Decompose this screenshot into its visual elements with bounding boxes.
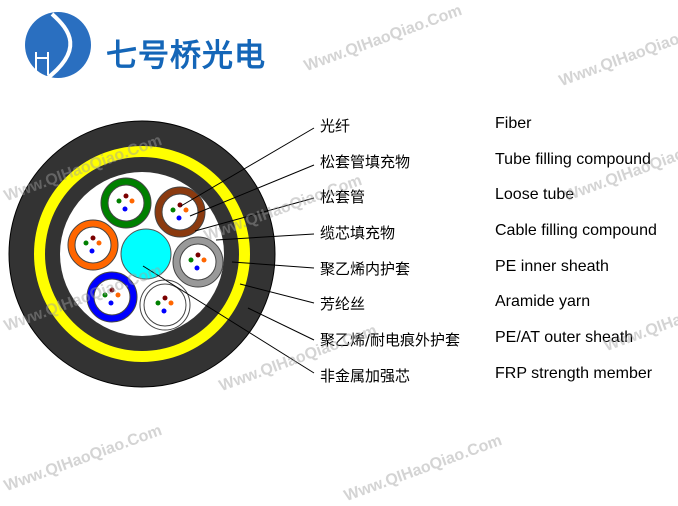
fiber — [96, 240, 102, 246]
cable — [8, 120, 276, 388]
leader-line — [247, 307, 315, 341]
loose-tube — [100, 177, 152, 229]
fiber — [116, 198, 122, 204]
frp-strength-member — [120, 228, 172, 280]
fiber — [176, 215, 182, 221]
leader-line — [189, 164, 315, 217]
label-zh: 松套管 — [320, 188, 366, 206]
label-zh: 缆芯填充物 — [320, 224, 396, 242]
label-zh: 光纤 — [320, 117, 351, 135]
leader-line — [194, 197, 315, 232]
fiber — [90, 235, 96, 241]
label-en: Cable filling compound — [495, 222, 657, 239]
leader-line — [215, 233, 315, 241]
fiber — [115, 292, 121, 298]
label-en: Fiber — [495, 115, 532, 132]
label-zh: 聚乙烯内护套 — [320, 260, 411, 278]
fiber — [109, 287, 115, 293]
loose-tube — [154, 186, 206, 238]
label-en: PE inner sheath — [495, 258, 609, 275]
fiber — [123, 193, 129, 199]
loose-tube — [86, 271, 138, 323]
fiber — [108, 300, 114, 306]
fiber — [155, 300, 161, 306]
label-en: Loose tube — [495, 186, 575, 203]
label-zh: 非金属加强芯 — [320, 367, 411, 385]
loose-tube — [172, 236, 224, 288]
label-zh: 芳纶丝 — [320, 295, 366, 313]
leader-line — [231, 261, 315, 269]
fiber — [195, 252, 201, 258]
leader-line — [142, 265, 315, 374]
fiber — [201, 257, 207, 263]
label-en: PE/AT outer sheath — [495, 329, 634, 346]
label-en: Aramide yarn — [495, 293, 591, 310]
fiber — [129, 198, 135, 204]
fiber — [122, 206, 128, 212]
leader-line — [239, 283, 315, 304]
fiber — [83, 240, 89, 246]
label-zh: 松套管填充物 — [320, 153, 411, 171]
leader-line — [180, 127, 315, 207]
fiber — [194, 265, 200, 271]
fiber — [183, 207, 189, 213]
loose-tube — [67, 219, 119, 271]
fiber — [170, 207, 176, 213]
loose-tube — [139, 279, 191, 331]
fiber — [89, 248, 95, 254]
fiber — [188, 257, 194, 263]
fiber — [162, 295, 168, 301]
label-en: FRP strength member — [495, 365, 653, 382]
fiber — [161, 308, 167, 314]
logo-text: 七号桥光电 — [106, 38, 266, 74]
label-en: Tube filling compound — [495, 151, 651, 168]
logo-icon — [25, 12, 91, 82]
label-zh: 聚乙烯/耐电痕外护套 — [320, 331, 461, 349]
fiber — [168, 300, 174, 306]
fiber — [102, 292, 108, 298]
